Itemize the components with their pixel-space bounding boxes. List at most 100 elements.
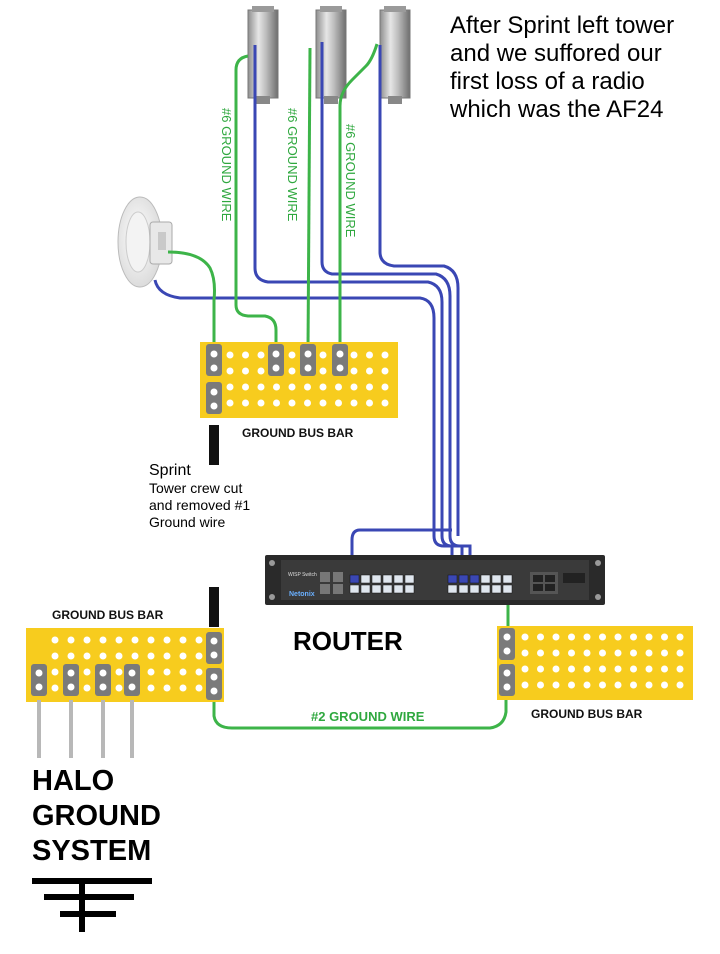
router-brand: Netonix bbox=[289, 591, 315, 598]
right-ground-bus-bar bbox=[497, 626, 693, 700]
ethernet-port bbox=[480, 584, 491, 594]
bus-bar-hole bbox=[568, 649, 575, 657]
bus-bar-hole bbox=[537, 649, 544, 657]
ethernet-port bbox=[404, 574, 415, 584]
ethernet-port bbox=[393, 584, 404, 594]
bus-bar-hole bbox=[99, 636, 107, 644]
cut-ground-wire-top bbox=[209, 425, 219, 465]
bus-bar-hole bbox=[661, 681, 668, 689]
right-bus-bar-label: GROUND BUS BAR bbox=[531, 707, 643, 721]
ethernet-port bbox=[349, 584, 360, 594]
note-line: which was the AF24 bbox=[450, 96, 664, 123]
ground-wire-label-3: #6 GROUND WIRE bbox=[343, 124, 358, 238]
bus-bar-hole bbox=[163, 652, 171, 660]
bus-bar-hole bbox=[304, 399, 311, 407]
bus-bar-hole bbox=[350, 351, 358, 359]
router: WISP Switch Netonix bbox=[265, 555, 605, 605]
ethernet-port bbox=[382, 574, 393, 584]
ethernet-port bbox=[371, 584, 382, 594]
ground-wires bbox=[167, 43, 510, 730]
data-cables bbox=[153, 42, 472, 578]
ethernet-port bbox=[382, 584, 393, 594]
bus-bar-hole bbox=[645, 681, 653, 689]
bus-bar-hole bbox=[537, 681, 544, 689]
bus-bar-hole bbox=[366, 351, 373, 359]
halo-line: HALO bbox=[32, 765, 115, 797]
ground-wire-label-1: #6 GROUND WIRE bbox=[219, 108, 234, 222]
bus-bar-hole bbox=[288, 383, 296, 391]
earth-ground-icon bbox=[32, 878, 152, 932]
ethernet-port bbox=[371, 574, 382, 584]
ethernet-port bbox=[469, 584, 480, 594]
bus-bar-hole bbox=[273, 383, 280, 391]
bus-bar-hole bbox=[195, 684, 203, 692]
left-bus-bar-label: GROUND BUS BAR bbox=[52, 608, 164, 622]
bus-bar-hole bbox=[630, 649, 637, 657]
bus-bar-hole bbox=[630, 681, 637, 689]
bus-bar-hole bbox=[614, 633, 622, 641]
bus-bar-hole bbox=[568, 665, 575, 673]
bus-bar-hole bbox=[335, 399, 342, 407]
bus-bar-hole bbox=[131, 652, 139, 660]
bus-bar-hole bbox=[226, 351, 234, 359]
bus-bar-hole bbox=[242, 351, 249, 359]
sector-antenna-1 bbox=[247, 6, 279, 104]
bus-bar-hole bbox=[51, 668, 59, 676]
bus-bar-hole bbox=[226, 383, 234, 391]
sprint-note: Sprint Tower crew cut and removed #1 Gro… bbox=[149, 461, 250, 531]
bus-bar-hole bbox=[366, 383, 373, 391]
bus-bar-hole bbox=[552, 649, 560, 657]
bus-bar-hole bbox=[661, 665, 668, 673]
bus-bar-hole bbox=[319, 367, 327, 375]
bus-bar-hole bbox=[147, 684, 155, 692]
bus-bar-hole bbox=[583, 633, 591, 641]
ethernet-port bbox=[480, 574, 491, 584]
cut-ground-wire-bottom bbox=[209, 587, 219, 627]
bus-bar-hole bbox=[381, 367, 389, 375]
bus-bar-hole bbox=[163, 668, 171, 676]
bus-bar-hole bbox=[83, 684, 91, 692]
bus-bar-hole bbox=[226, 399, 234, 407]
bus-bar-hole bbox=[226, 367, 234, 375]
bus-bar-hole bbox=[661, 633, 668, 641]
bus-bar-hole bbox=[83, 636, 91, 644]
halo-line: GROUND bbox=[32, 800, 161, 832]
bus-bar-hole bbox=[257, 351, 265, 359]
bus-bar-hole bbox=[288, 367, 296, 375]
ethernet-port bbox=[360, 574, 371, 584]
ethernet-port bbox=[360, 584, 371, 594]
bus-bar-hole bbox=[179, 684, 187, 692]
bus-bar-hole bbox=[645, 665, 653, 673]
bus-bar-hole bbox=[350, 367, 358, 375]
bus-bar-hole bbox=[147, 668, 155, 676]
bus-bar-hole bbox=[521, 665, 529, 673]
halo-ground-rods bbox=[37, 700, 134, 758]
bus-bar-hole bbox=[645, 633, 653, 641]
bus-bar-hole bbox=[257, 399, 265, 407]
bus-bar-hole bbox=[599, 681, 606, 689]
bus-bar-hole bbox=[568, 681, 575, 689]
bus-bar-hole bbox=[179, 652, 187, 660]
sprint-title: Sprint bbox=[149, 462, 191, 479]
ethernet-port bbox=[458, 574, 469, 584]
bus-bar-hole bbox=[583, 665, 591, 673]
bus-bar-hole bbox=[242, 383, 249, 391]
bus-bar-hole bbox=[67, 652, 75, 660]
bus-bar-hole bbox=[51, 652, 59, 660]
bus-bar-hole bbox=[630, 665, 637, 673]
halo-line: SYSTEM bbox=[32, 835, 152, 867]
ethernet-port bbox=[349, 574, 360, 584]
lug-group bbox=[206, 344, 348, 414]
bus-bar-hole bbox=[147, 652, 155, 660]
bus-bar-hole bbox=[163, 684, 171, 692]
bus-bar-hole bbox=[51, 684, 59, 692]
ground-wire-label-2: #6 GROUND WIRE bbox=[285, 108, 300, 222]
ethernet-port bbox=[491, 574, 502, 584]
bus-bar-hole bbox=[630, 633, 637, 641]
bus-bar-hole bbox=[242, 367, 249, 375]
bus-bar-hole bbox=[381, 351, 389, 359]
ethernet-port bbox=[502, 574, 513, 584]
router-model-text: WISP Switch bbox=[288, 572, 317, 578]
bus-bar-hole bbox=[381, 383, 389, 391]
bus-bar-hole bbox=[350, 399, 358, 407]
